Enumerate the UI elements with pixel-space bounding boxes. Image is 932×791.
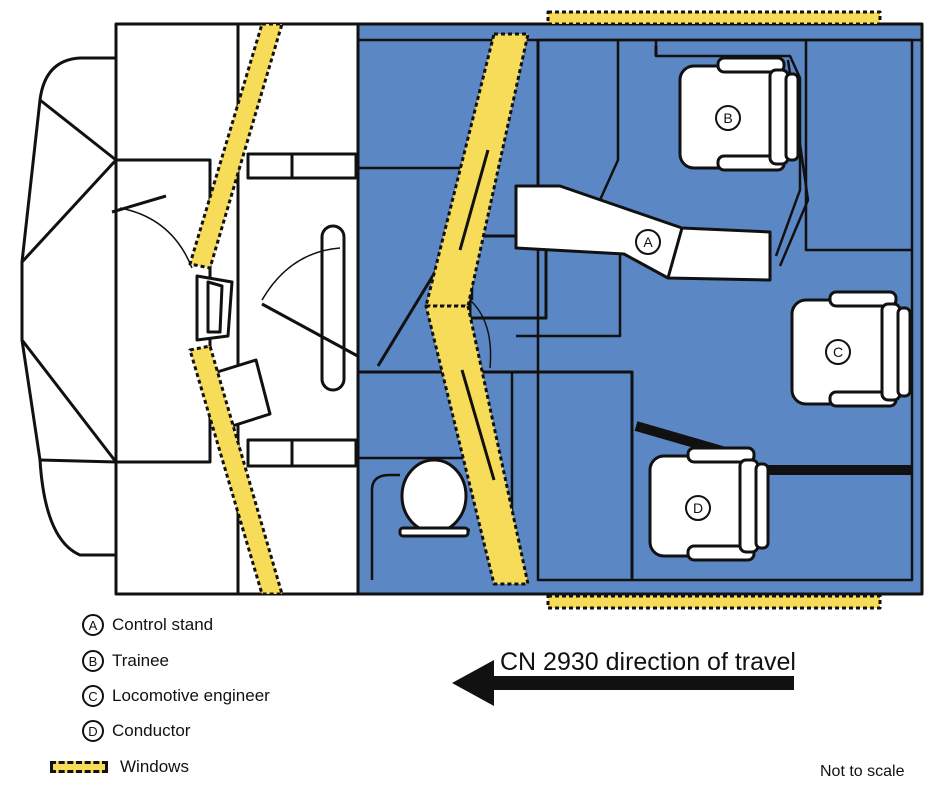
svg-text:C: C <box>833 344 843 360</box>
toilet <box>398 458 470 538</box>
cab-door-swing <box>376 263 492 369</box>
svg-text:D: D <box>693 500 703 516</box>
cab-window-lower <box>424 304 530 586</box>
side-window-bottom <box>546 594 882 610</box>
legend-label-conductor: Conductor <box>112 721 191 740</box>
seat-label-a: A <box>635 229 661 255</box>
legend-item-windows: Windows <box>50 754 189 780</box>
svg-text:B: B <box>723 110 732 126</box>
travel-direction-label: CN 2930 direction of travel <box>500 648 796 676</box>
seat-label-b: B <box>715 105 741 131</box>
nose-window-upper <box>188 22 284 270</box>
left-arrow-icon <box>452 660 794 706</box>
legend-item-trainee: B Trainee <box>52 648 169 674</box>
window-swatch-icon <box>50 761 108 773</box>
cab-window-upper <box>424 32 530 308</box>
legend-key-a: A <box>82 614 104 636</box>
wipers <box>458 149 496 481</box>
nose-door-swing <box>119 207 341 301</box>
side-window-top <box>546 10 882 26</box>
legend-label-trainee: Trainee <box>112 651 170 670</box>
nose-window-lower <box>188 344 284 596</box>
legend-item-control-stand: A Control stand <box>52 612 213 638</box>
locomotive-nose <box>20 22 360 596</box>
legend-item-conductor: D Conductor <box>52 718 190 744</box>
legend-label-locomotive-engineer: Locomotive engineer <box>112 686 270 705</box>
seat-c <box>790 290 912 408</box>
legend-label-control-stand: Control stand <box>112 615 214 634</box>
legend-key-c: C <box>82 685 104 707</box>
legend-key-d: D <box>82 720 104 742</box>
svg-text:A: A <box>643 234 653 250</box>
legend-item-locomotive-engineer: C Locomotive engineer <box>52 683 270 709</box>
scale-note: Not to scale <box>820 763 905 780</box>
seat-label-d: D <box>685 495 711 521</box>
windows <box>188 10 882 610</box>
legend-key-b: B <box>82 650 104 672</box>
legend-label-windows: Windows <box>120 757 189 776</box>
seat-label-c: C <box>825 339 851 365</box>
